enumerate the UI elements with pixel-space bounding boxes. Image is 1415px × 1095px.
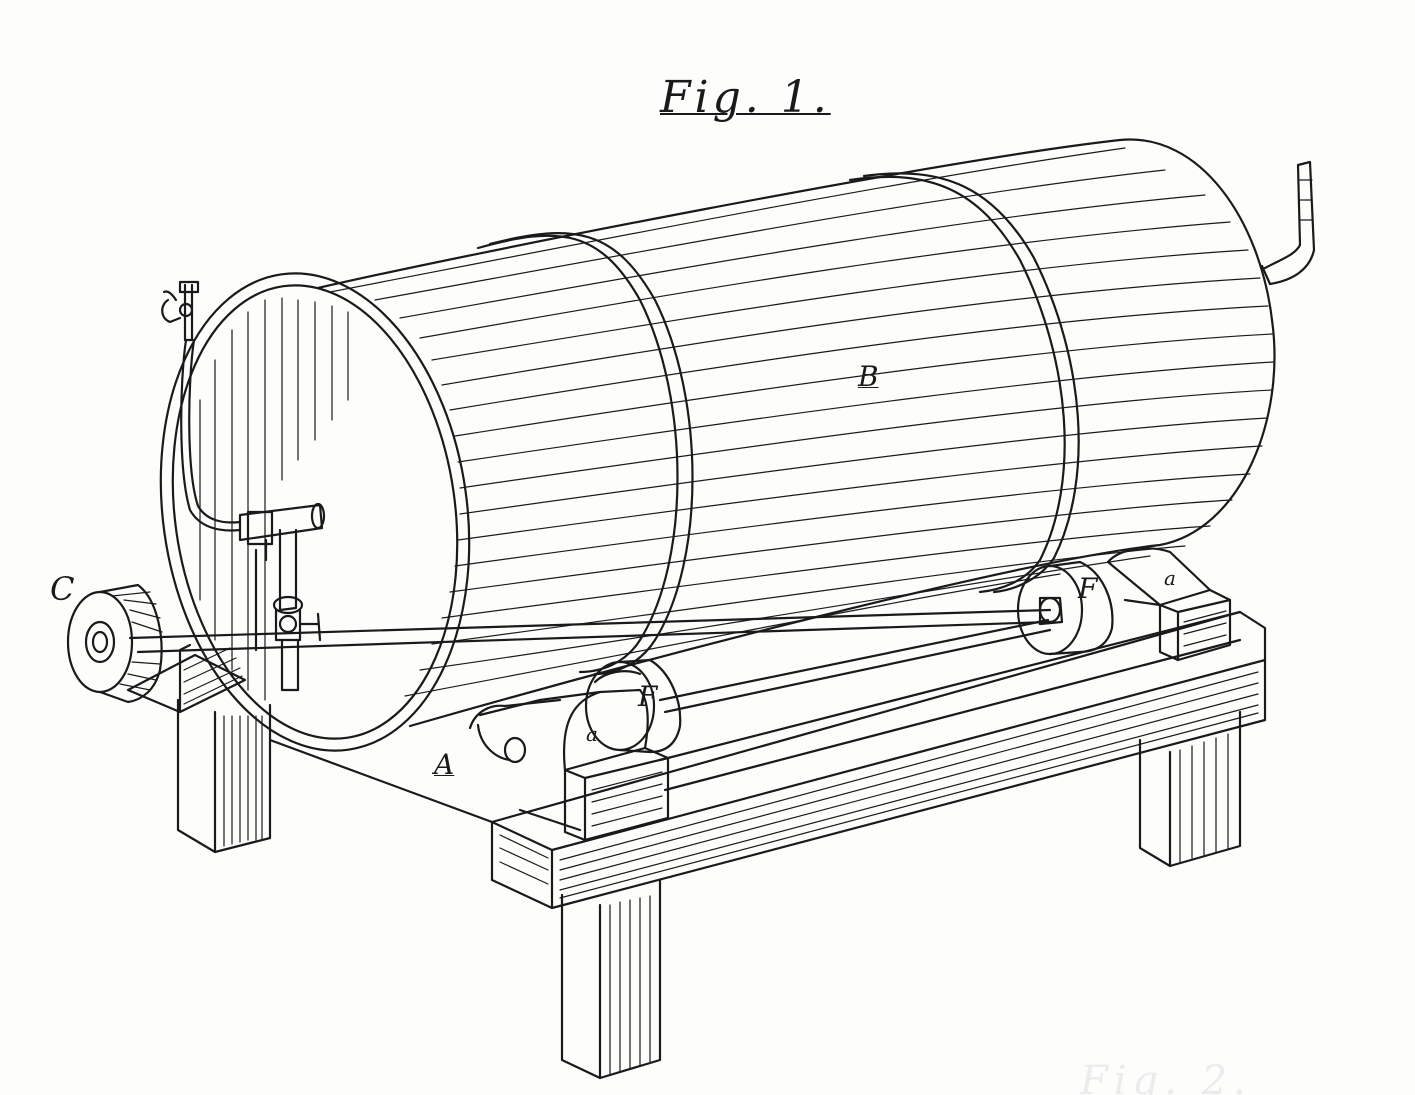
faucet-assembly [161,160,1316,692]
label-barrel-b: B [858,360,879,393]
label-pulley-c: C [50,570,75,608]
bleed-through-text: Fig. 2. [1080,1058,1252,1095]
bearing-block-front [468,688,670,842]
pulley-c [66,583,163,704]
roller-back [1016,560,1114,656]
barrel-b [159,138,1276,752]
label-frame-a: A [434,748,455,781]
roller-front [584,658,682,754]
label-roller-front-f: F [638,680,658,713]
drive-shaft [128,608,1052,714]
label-bearing-front-a: a [586,722,598,746]
label-bearing-back-a: a [1164,566,1176,590]
bearing-block-back [1106,547,1232,662]
label-roller-back-f: F [1078,572,1098,605]
figure-title: Fig. 1. [660,72,831,123]
frame-stand [126,610,1267,1080]
